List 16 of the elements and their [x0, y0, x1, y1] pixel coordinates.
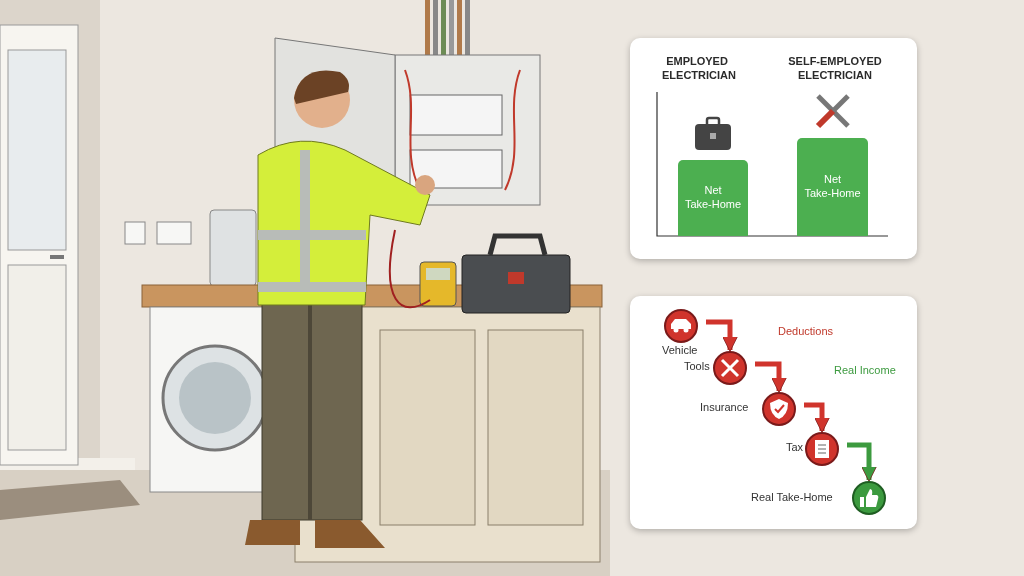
bent-arrow — [755, 361, 787, 393]
bent-arrow — [706, 319, 738, 352]
step-label: Tax — [786, 441, 804, 453]
bar-label: Net Take-Home — [683, 184, 743, 212]
step-label: Real Take-Home — [751, 491, 833, 503]
step-label: Vehicle — [662, 344, 698, 356]
legend-text: Real Income — [834, 364, 896, 376]
legend-text: Deductions — [778, 325, 834, 337]
bar — [797, 138, 868, 236]
column-heading: SELF-EMPLOYED ELECTRICIAN — [787, 55, 883, 83]
bent-arrow — [847, 442, 877, 482]
step-label: Tools — [684, 360, 710, 372]
bar-label: Net Take-Home — [803, 173, 862, 201]
bar — [678, 160, 748, 236]
bent-arrow — [804, 402, 830, 433]
step-label: Insurance — [700, 401, 749, 413]
